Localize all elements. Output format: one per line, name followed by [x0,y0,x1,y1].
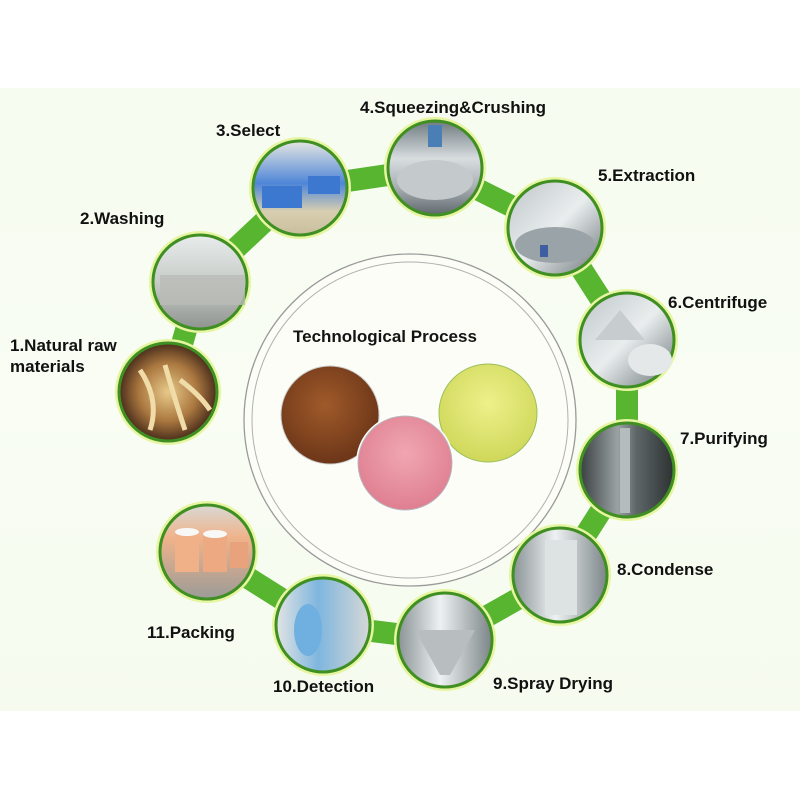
step-9-photo [394,589,496,691]
brown-powder-image [280,365,380,465]
step-1-label: 1.Natural raw materials [10,335,117,377]
step-4-label: 4.Squeezing&Crushing [360,98,547,117]
step-3-label: 3.Select [216,121,281,140]
step-8-label: 8.Condense [617,560,714,579]
step-6-label: 6.Centrifuge [668,293,768,312]
diagram-title: Technological Process [293,327,477,346]
step-1-label-line1: 1.Natural raw [10,336,117,355]
step-11-photo [156,501,258,603]
step-2-photo [149,231,251,333]
step-10-label: 10.Detection [273,677,375,696]
step-7-photo [576,419,678,521]
step-10-photo [272,574,374,676]
step-4-photo [384,117,486,219]
step-7-label: 7.Purifying [680,429,768,448]
pink-powder-image [356,414,454,512]
step-2-label: 2.Washing [80,209,165,228]
step-5-photo [504,177,606,279]
step-6-photo [576,289,678,391]
step-11-label: 11.Packing [147,623,235,642]
step-5-label: 5.Extraction [598,166,696,185]
step-1-label-line2: materials [10,357,85,376]
yellow-powder-image [438,363,538,463]
step-9-label: 9.Spray Drying [493,674,613,693]
step-1-photo [115,339,221,445]
step-3-photo [249,137,351,239]
step-8-photo [509,524,611,626]
